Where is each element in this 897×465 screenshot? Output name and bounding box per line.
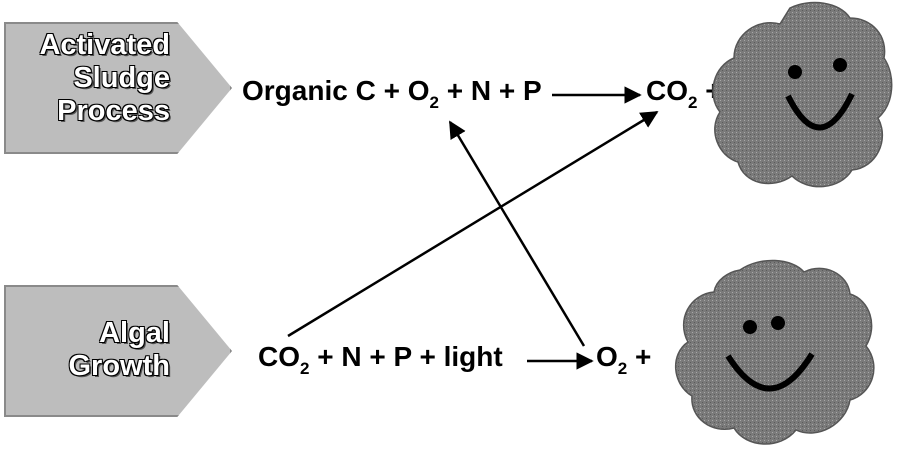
co2-transfer-arrow [287,110,659,338]
activated-sludge-line-1: Activated [39,29,170,61]
bacteria-left-eye [788,65,802,79]
activated-sludge-line-2: Sludge [73,62,170,94]
algal-growth-box [4,285,232,417]
algal-equation-products: O2 + [596,340,651,378]
algal-equation-reactants: CO2 + N + P + light [258,340,503,378]
algal-eq-part-b: + N + P + light [309,341,503,372]
algae-smile [725,352,815,392]
algal-growth-label: Algal Growth [10,317,171,383]
bacteria-smile [785,92,855,131]
sludge-eq-co2-subscript: 2 [688,93,698,112]
algae-left-eye [743,320,757,334]
bacteria-cloud-smiley-icon [712,1,893,188]
activated-sludge-line-3: Process [57,95,170,127]
algal-eq-o2: O [596,341,618,372]
sludge-eq-o2-subscript: 2 [429,93,439,112]
algal-eq-o2-subscript: 2 [617,359,628,378]
algal-growth-line-2: Growth [68,350,171,382]
algae-right-eye [771,316,785,330]
sludge-eq-part-a: Organic C + O [242,75,430,106]
algal-eq-co2: CO [258,341,300,372]
activated-sludge-label: Activated Sludge Process [10,29,170,128]
activated-sludge-box [4,22,232,154]
sludge-eq-part-b: + N + P [438,75,542,106]
algal-growth-line-1: Algal [99,317,170,349]
sludge-eq-co2: CO [646,75,688,106]
algal-eq-co2-subscript: 2 [300,359,310,378]
o2-transfer-arrow [448,120,586,347]
bacteria-right-eye [833,58,847,72]
algal-eq-plus: + [627,341,652,372]
sludge-equation-reactants: Organic C + O2 + N + P [242,74,542,112]
algae-cloud-smiley-icon [674,259,875,445]
